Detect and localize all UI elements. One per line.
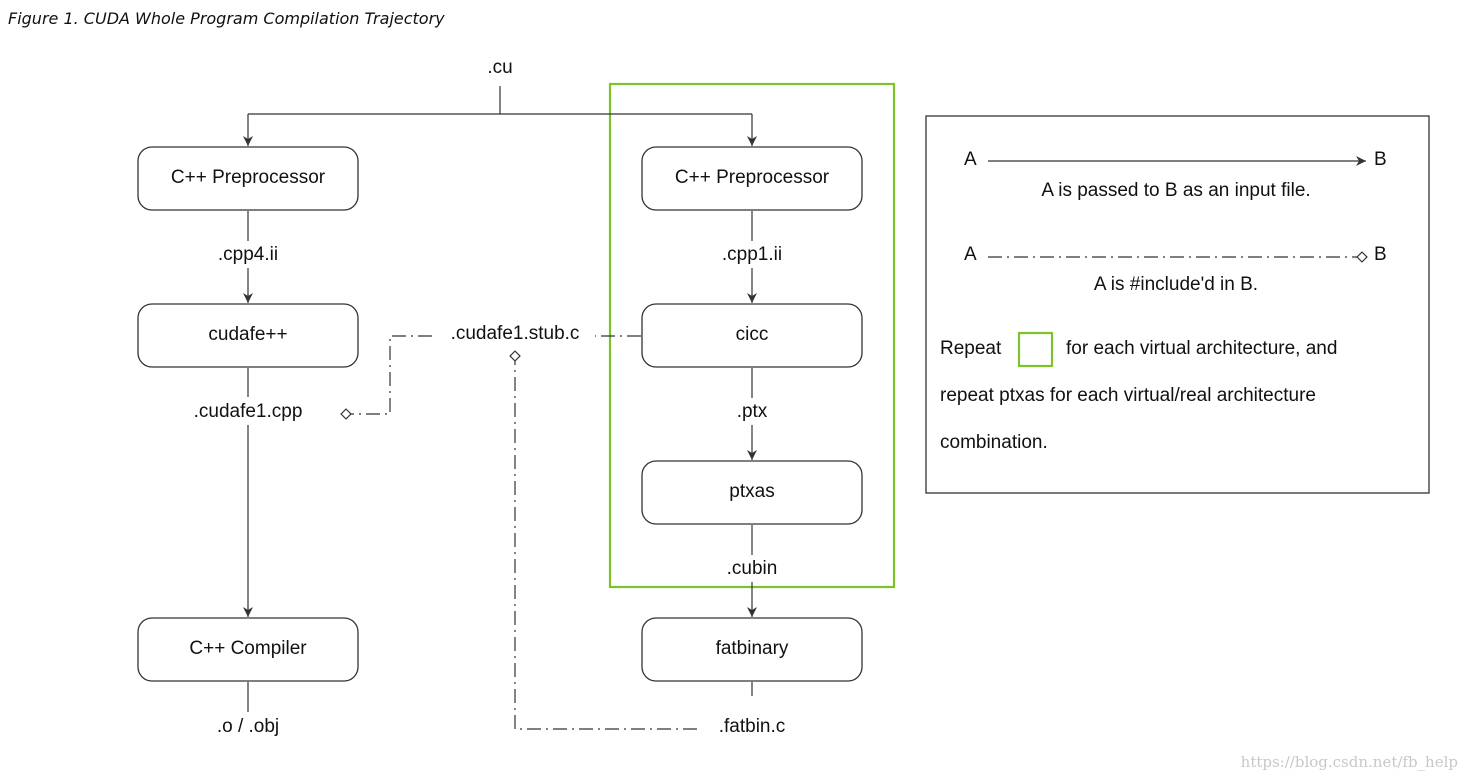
- file-fatbin-c: .fatbin.c: [719, 716, 786, 737]
- legend-repeat-line3: combination.: [940, 432, 1048, 453]
- legend-repeat-post: for each virtual architecture, and: [1066, 338, 1337, 359]
- svg-text:ptxas: ptxas: [729, 481, 774, 502]
- legend-repeat-line2: repeat ptxas for each virtual/real archi…: [940, 385, 1316, 406]
- file-stub: .cudafe1.stub.c: [451, 323, 580, 344]
- svg-text:fatbinary: fatbinary: [716, 638, 789, 659]
- include-diamond: [509, 350, 521, 362]
- legend-include-desc: A is #include'd in B.: [1094, 274, 1258, 295]
- file-obj: .o / .obj: [217, 716, 279, 737]
- node-cpp-compiler: C++ Compiler: [137, 617, 359, 682]
- file-cubin: .cubin: [727, 558, 778, 579]
- legend-repeat-pre: Repeat: [940, 338, 1002, 359]
- file-ptx: .ptx: [737, 401, 768, 422]
- solid-edges: [243, 86, 757, 712]
- node-fatbinary: fatbinary: [641, 617, 863, 682]
- file-cu: .cu: [487, 57, 512, 78]
- legend-box: [925, 115, 1430, 494]
- legend-b-label: B: [1374, 149, 1387, 170]
- legend-input-desc: A is passed to B as an input file.: [1041, 180, 1310, 201]
- legend-a-label: A: [964, 244, 977, 265]
- watermark-text: https://blog.csdn.net/fb_help: [1240, 753, 1458, 771]
- include-diamond: [340, 408, 352, 420]
- svg-text:C++ Compiler: C++ Compiler: [189, 638, 307, 659]
- file-cpp4: .cpp4.ii: [218, 244, 278, 265]
- legend: A B A is passed to B as an input file. A…: [925, 115, 1430, 494]
- legend-b-label: B: [1374, 244, 1387, 265]
- include-diamond: [1356, 251, 1368, 263]
- svg-text:C++ Preprocessor: C++ Preprocessor: [171, 167, 326, 188]
- svg-text:cicc: cicc: [736, 324, 769, 345]
- node-host-preprocessor: C++ Preprocessor: [137, 146, 359, 211]
- node-ptxas: ptxas: [641, 460, 863, 525]
- include-edges: [340, 335, 753, 730]
- file-cpp1: .cpp1.ii: [722, 244, 782, 265]
- figure-caption: Figure 1. CUDA Whole Program Compilation…: [8, 9, 445, 28]
- file-cudafe1-cpp: .cudafe1.cpp: [194, 401, 303, 422]
- svg-text:cudafe++: cudafe++: [208, 324, 287, 345]
- legend-a-label: A: [964, 149, 977, 170]
- node-cudafe: cudafe++: [137, 303, 359, 368]
- legend-repeat-swatch: [1017, 331, 1054, 368]
- node-cicc: cicc: [641, 303, 863, 368]
- svg-text:C++ Preprocessor: C++ Preprocessor: [675, 167, 830, 188]
- node-device-preprocessor: C++ Preprocessor: [641, 146, 863, 211]
